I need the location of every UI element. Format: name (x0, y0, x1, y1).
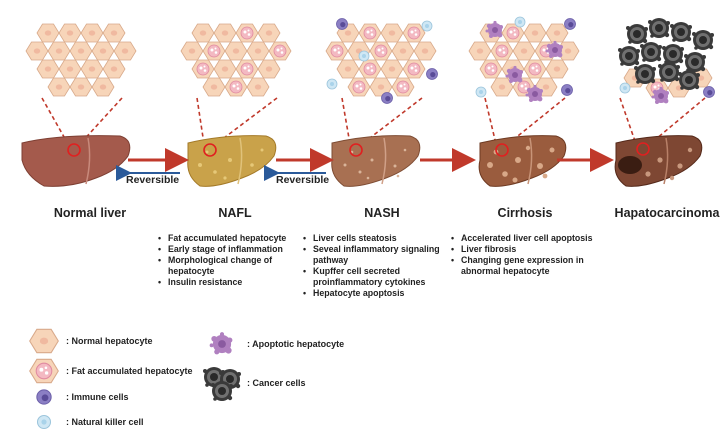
legend-immune-cell-icon (36, 389, 52, 405)
list-item: Morphological change of hepatocyte (158, 255, 298, 277)
stage-title-hcc: Hapatocarcinoma (614, 206, 720, 220)
nafl-cell-cluster (180, 23, 292, 97)
nafl-liver-image (187, 135, 277, 187)
list-item: Liver fibrosis (451, 244, 601, 255)
normal-cell-cluster (25, 23, 137, 97)
reversible-label-1: Reversible (126, 174, 180, 186)
reversible-label-2: Reversible (276, 174, 330, 186)
list-item: Seveal inflammatory signaling pathway (303, 244, 443, 266)
list-item: Hepatocyte apoptosis (303, 288, 443, 299)
nash-feature-list: Liver cells steatosis Seveal inflammator… (303, 233, 443, 299)
hcc-liver-image (614, 135, 703, 187)
legend-fat-label: : Fat accumulated hepatocyte (66, 366, 193, 376)
legend-cancer-label: : Cancer cells (247, 378, 306, 388)
stage-title-normal: Normal liver (53, 206, 127, 220)
stage-title-cirrhosis: Cirrhosis (497, 206, 553, 220)
stage-title-nash: NASH (364, 206, 400, 220)
legend-normal-label: : Normal hepatocyte (66, 336, 153, 346)
legend-cancer-cell-icon (203, 367, 241, 401)
legend-immune-label: : Immune cells (66, 392, 129, 402)
stage-title-nafl: NAFL (218, 206, 252, 220)
nash-liver-image (331, 135, 421, 187)
list-item: Early stage of inflammation (158, 244, 298, 255)
legend-normal-hepatocyte-icon (29, 328, 59, 354)
legend-nk-cell-icon (36, 414, 52, 430)
legend-fat-hepatocyte-icon (29, 358, 59, 384)
nafl-feature-list: Fat accumulated hepatocyte Early stage o… (158, 233, 298, 288)
cirrhosis-liver-image (478, 135, 567, 187)
cirrhosis-cell-cluster (468, 16, 580, 102)
list-item: Insulin resistance (158, 277, 298, 288)
legend-apoptotic-hepatocyte-icon (209, 332, 233, 355)
hcc-cell-cluster (618, 18, 715, 104)
normal-liver-image (21, 135, 131, 187)
list-item: Changing gene expression in abnormal hep… (451, 255, 601, 277)
list-item: Fat accumulated hepatocyte (158, 233, 298, 244)
nash-cell-cluster (325, 18, 438, 104)
cirrhosis-feature-list: Accelerated liver cell apoptosis Liver f… (451, 233, 601, 277)
progression-arrows (116, 148, 614, 181)
list-item: Kupffer cell secreted proinflammatory cy… (303, 266, 443, 288)
legend-apoptotic-label: : Apoptotic hepatocyte (247, 339, 345, 349)
legend-nk-label: : Natural killer cell (66, 417, 144, 427)
list-item: Accelerated liver cell apoptosis (451, 233, 601, 244)
list-item: Liver cells steatosis (303, 233, 443, 244)
